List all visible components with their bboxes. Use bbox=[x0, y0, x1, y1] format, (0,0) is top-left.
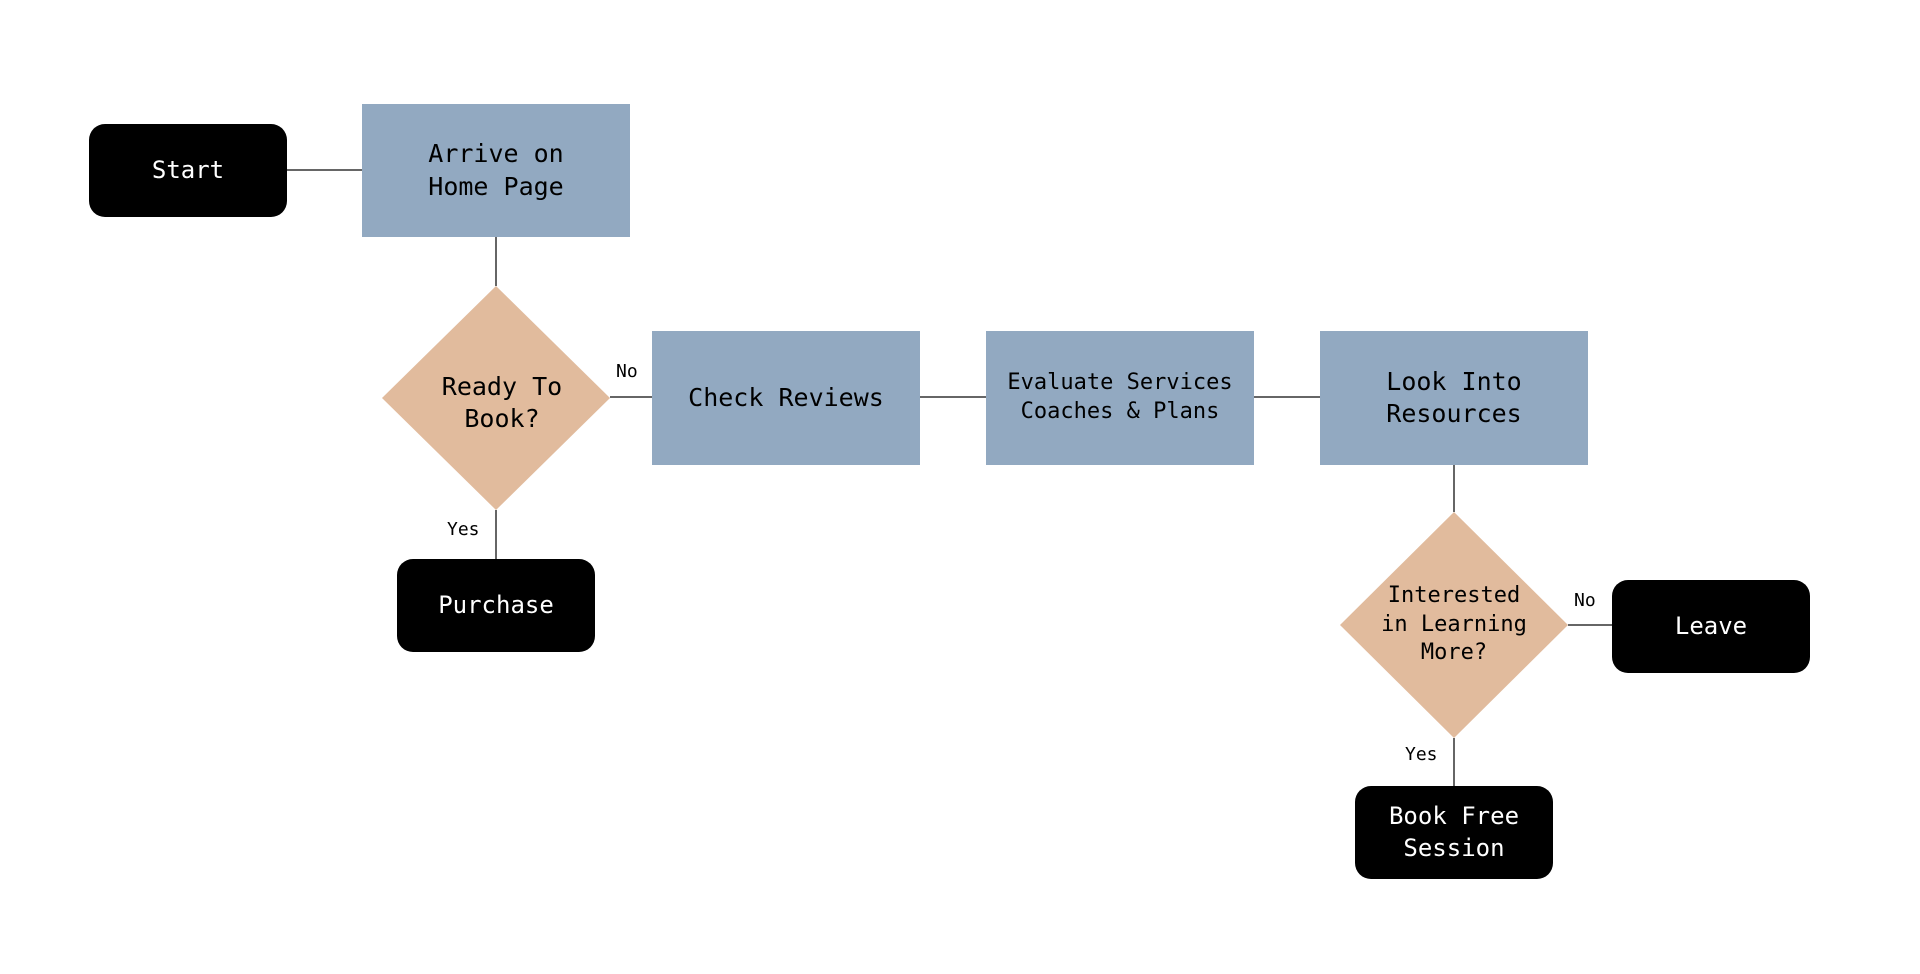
leave-node: Leave bbox=[1612, 580, 1810, 673]
interested-yes-label: Yes bbox=[1405, 744, 1438, 765]
ready-to-book-label: Ready To Book? bbox=[441, 371, 563, 434]
interested-no-label: No bbox=[1574, 590, 1596, 611]
book-free-session-node: Book Free Session bbox=[1355, 786, 1553, 879]
decision-diamond-shape bbox=[382, 286, 610, 510]
interested-label: Interested in Learning More? bbox=[1381, 583, 1527, 666]
arrive-home-page-node: Arrive on Home Page bbox=[362, 104, 630, 237]
interested-decision: Interested in Learning More? bbox=[1340, 512, 1568, 738]
ready-yes-label: Yes bbox=[447, 519, 480, 540]
check-reviews-node: Check Reviews bbox=[652, 331, 920, 465]
look-into-resources-node: Look Into Resources bbox=[1320, 331, 1588, 465]
evaluate-services-node: Evaluate Services Coaches & Plans bbox=[986, 331, 1254, 465]
start-node: Start bbox=[89, 124, 287, 217]
purchase-node: Purchase bbox=[397, 559, 595, 652]
ready-to-book-decision: Ready To Book? bbox=[382, 286, 610, 510]
decision-diamond-shape bbox=[1340, 512, 1568, 738]
ready-no-label: No bbox=[616, 361, 638, 382]
